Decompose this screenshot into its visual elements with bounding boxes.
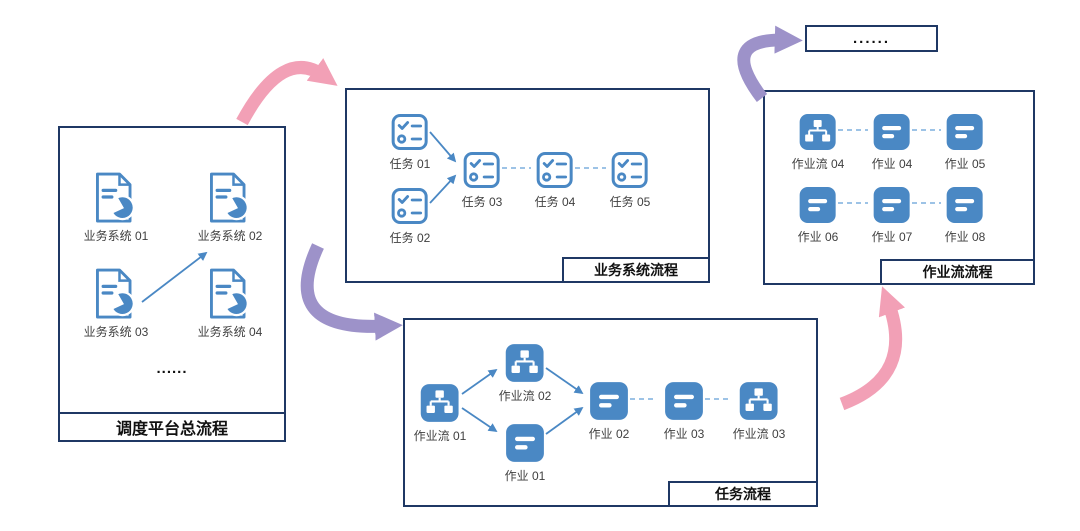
job-icon (945, 185, 985, 225)
checklist-icon (390, 112, 430, 152)
checklist-icon (610, 150, 650, 190)
node-business-system-03: 业务系统 03 (83, 268, 149, 340)
job-icon (872, 112, 912, 152)
overview-box-title: 调度平台总流程 (58, 412, 286, 442)
more-box: ...... (805, 25, 938, 52)
node-workflow-02: 作业流 02 (498, 342, 552, 404)
node-workflow-03: 作业流 03 (732, 380, 786, 442)
node-label: 作业流 01 (413, 429, 467, 443)
node-label: 业务系统 04 (197, 325, 263, 339)
node-label: 作业 05 (944, 157, 986, 171)
jobflow-box-title: 作业流流程 (880, 259, 1035, 285)
workflow-icon (738, 380, 780, 422)
node-task-05: 任务 05 (609, 150, 651, 210)
node-label: 业务系统 02 (197, 229, 263, 243)
business-box: 任务 01 任务 02 任务 03 任务 04 任务 05 业务系统流程 (345, 88, 710, 283)
node-job-06: 作业 06 (797, 185, 839, 245)
node-label: 任务 01 (389, 157, 431, 171)
node-job-03: 作业 03 (663, 380, 705, 442)
node-label: 任务 05 (609, 195, 651, 209)
job-icon (663, 380, 705, 422)
node-label: 作业 01 (504, 469, 546, 483)
job-icon (945, 112, 985, 152)
document-icon (207, 172, 253, 224)
node-label: 作业 06 (797, 230, 839, 244)
job-icon (504, 422, 546, 464)
node-workflow-01: 作业流 01 (413, 382, 467, 444)
node-job-04: 作业 04 (871, 112, 913, 172)
job-icon (872, 185, 912, 225)
document-icon (93, 172, 139, 224)
overview-box: 业务系统 01 业务系统 02 业务系统 03 业务系统 04 ...... 调… (58, 126, 286, 442)
workflow-icon (504, 342, 546, 384)
job-icon (798, 185, 838, 225)
node-job-07: 作业 07 (871, 185, 913, 245)
node-label: 作业 07 (871, 230, 913, 244)
checklist-icon (462, 150, 502, 190)
node-task-04: 任务 04 (534, 150, 576, 210)
node-task-02: 任务 02 (389, 186, 431, 246)
node-job-08: 作业 08 (944, 185, 986, 245)
document-icon (93, 268, 139, 320)
node-label: 业务系统 01 (83, 229, 149, 243)
node-label: 作业流 03 (732, 427, 786, 441)
workflow-icon (798, 112, 838, 152)
node-label: 业务系统 03 (83, 325, 149, 339)
checklist-icon (535, 150, 575, 190)
node-label: 作业 02 (588, 427, 630, 441)
business-box-title: 业务系统流程 (562, 257, 710, 283)
workflow-icon (419, 382, 461, 424)
node-business-system-01: 业务系统 01 (83, 172, 149, 244)
node-business-system-04: 业务系统 04 (197, 268, 263, 340)
node-label: 作业流 04 (791, 157, 845, 171)
node-job-01: 作业 01 (504, 422, 546, 484)
node-label: 任务 03 (461, 195, 503, 209)
node-task-01: 任务 01 (389, 112, 431, 172)
node-job-05: 作业 05 (944, 112, 986, 172)
job-icon (588, 380, 630, 422)
document-icon (207, 268, 253, 320)
node-label: 作业 08 (944, 230, 986, 244)
node-workflow-04: 作业流 04 (791, 112, 845, 172)
node-label: 作业流 02 (498, 389, 552, 403)
node-business-system-02: 业务系统 02 (197, 172, 263, 244)
flow-arrow-task-to-jobflow (839, 286, 906, 411)
overview-ellipsis: ...... (156, 360, 188, 377)
node-label: 任务 04 (534, 195, 576, 209)
task-box: 作业流 01 作业流 02 作业 01 作业 02 作业 03 作业流 03 任… (403, 318, 818, 507)
node-job-02: 作业 02 (588, 380, 630, 442)
node-label: 任务 02 (389, 231, 431, 245)
more-label: ...... (852, 30, 890, 47)
task-box-title: 任务流程 (668, 481, 818, 507)
node-label: 作业 04 (871, 157, 913, 171)
checklist-icon (390, 186, 430, 226)
node-label: 作业 03 (663, 427, 705, 441)
jobflow-box: 作业流 04 作业 04 作业 05 作业 06 作业 07 作业 08 作业流… (763, 90, 1035, 285)
node-task-03: 任务 03 (461, 150, 503, 210)
flow-arrow-overview-to-business (236, 58, 338, 126)
